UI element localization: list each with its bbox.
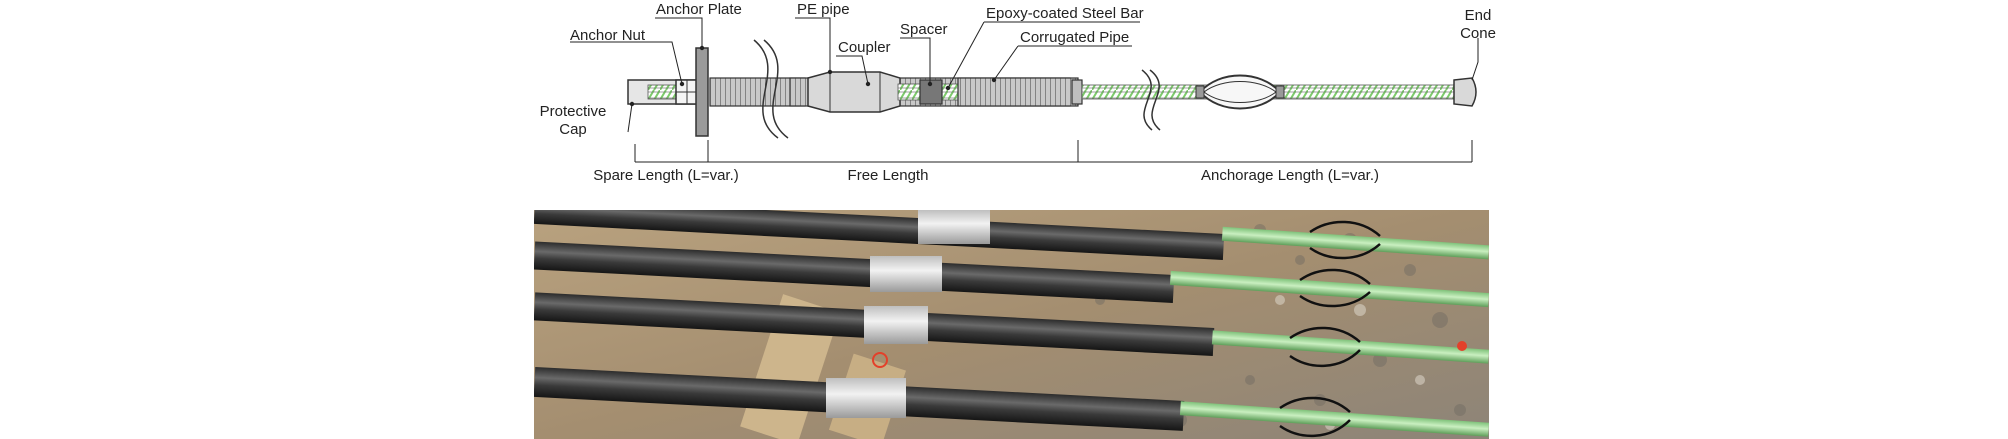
label-pe-pipe: PE pipe bbox=[797, 1, 850, 18]
label-epoxy-coated-steel-bar: Epoxy-coated Steel Bar bbox=[986, 5, 1144, 22]
photo-coupler-4 bbox=[826, 378, 906, 418]
label-spacer: Spacer bbox=[900, 21, 948, 38]
photo-coupler-3 bbox=[864, 306, 928, 344]
photo-coupler-1 bbox=[918, 210, 990, 244]
label-end-cone-line2: Cone bbox=[1460, 25, 1496, 42]
photo-pipe-1 bbox=[534, 210, 1225, 260]
corrugated-pipe-left bbox=[709, 77, 806, 107]
photo-centralizers bbox=[1279, 220, 1381, 437]
photo-bar-1 bbox=[1221, 226, 1489, 260]
length-dimensions bbox=[634, 140, 1473, 163]
end-cone-shape bbox=[1453, 77, 1477, 107]
leader-lines bbox=[570, 17, 1479, 133]
label-protective-cap-line2: Cap bbox=[559, 121, 587, 138]
photo-pipe-2 bbox=[534, 241, 1175, 303]
label-free-length: Free Length bbox=[848, 167, 929, 184]
corrugated-pipe-right bbox=[957, 77, 1079, 107]
break-mark-left bbox=[753, 39, 779, 139]
schematic: Anchor Plate Anchor Nut PE pipe Coupler … bbox=[540, 1, 1496, 184]
anchor-plate-shape bbox=[695, 47, 709, 137]
label-anchor-plate: Anchor Plate bbox=[656, 1, 742, 18]
label-coupler: Coupler bbox=[838, 39, 891, 56]
label-corrugated-pipe: Corrugated Pipe bbox=[1020, 29, 1129, 46]
label-anchorage-length: Anchorage Length (L=var.) bbox=[1201, 167, 1379, 184]
photo-bar-3 bbox=[1211, 330, 1489, 364]
centralizer-shape bbox=[1198, 74, 1282, 110]
photo-coupler-2 bbox=[870, 256, 942, 292]
photo-bar-4 bbox=[1179, 401, 1489, 437]
break-mark-right bbox=[1141, 69, 1153, 131]
label-spare-length: Spare Length (L=var.) bbox=[593, 167, 739, 184]
spacer-shape bbox=[919, 79, 943, 105]
label-anchor-nut: Anchor Nut bbox=[570, 27, 646, 44]
label-protective-cap-line1: Protective bbox=[540, 103, 607, 120]
anchor-photo bbox=[534, 210, 1489, 439]
pe-pipe-coupler-shape bbox=[807, 71, 901, 113]
photo-bar-2 bbox=[1169, 270, 1489, 308]
label-end-cone-line1: End bbox=[1465, 7, 1492, 24]
